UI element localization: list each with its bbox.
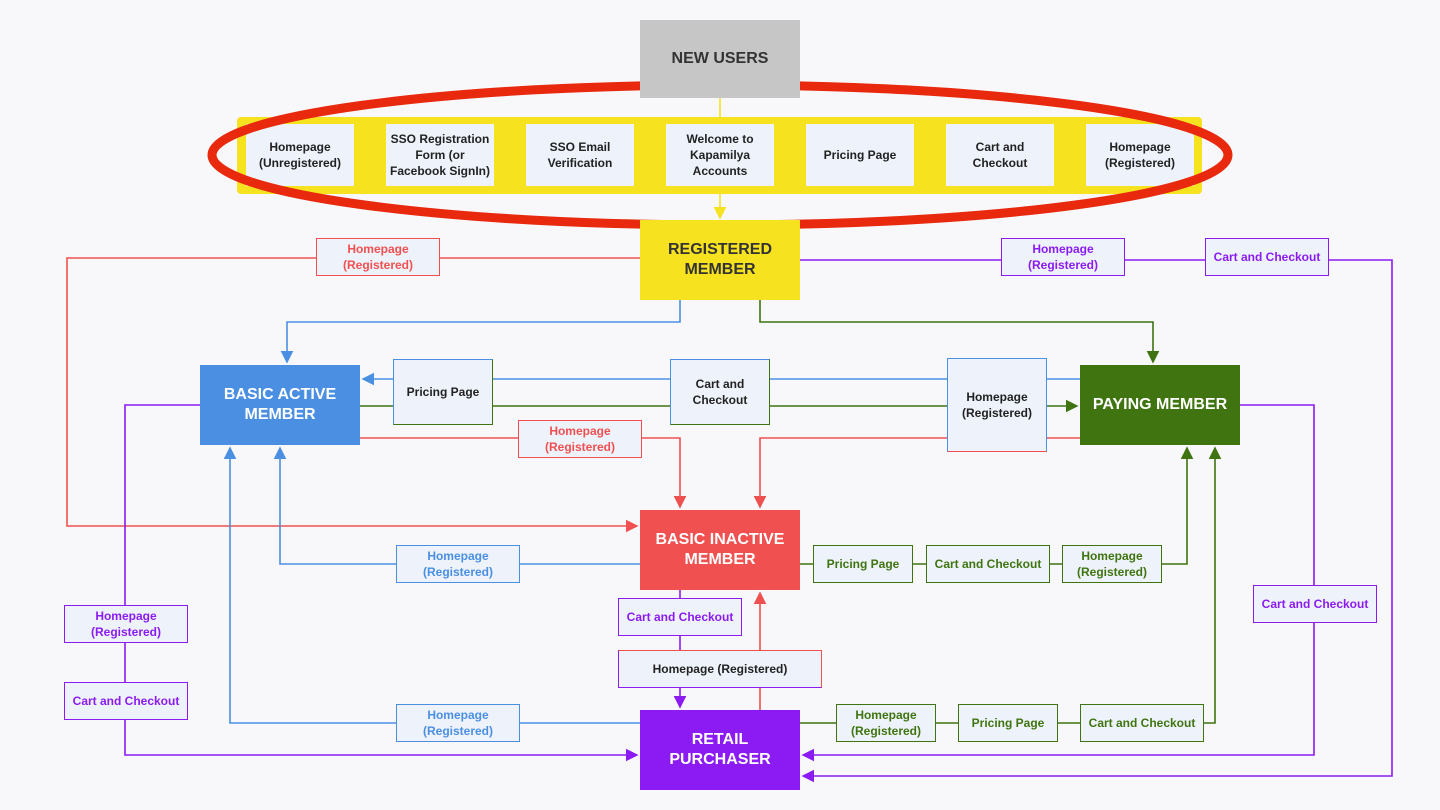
- flow-step-cart-checkout: Cart and Checkout: [946, 124, 1054, 186]
- edge-label-inactive-retail-homepage: Homepage (Registered): [618, 650, 822, 688]
- flow-step-homepage-unregistered: Homepage (Unregistered): [246, 124, 354, 186]
- flow-step-pricing-page: Pricing Page: [806, 124, 914, 186]
- edge-label-active-to-retail-homepage: Homepage (Registered): [64, 605, 188, 643]
- edge-label-retail-paying-pricing: Pricing Page: [958, 704, 1058, 742]
- edge-label-reg-to-retail-cart: Cart and Checkout: [1205, 238, 1329, 276]
- edge-label-inactive-paying-cart: Cart and Checkout: [926, 545, 1050, 583]
- state-registered-member: REGISTERED MEMBER: [640, 220, 800, 300]
- state-basic-inactive-member: BASIC INACTIVE MEMBER: [640, 510, 800, 590]
- flow-step-welcome: Welcome to Kapamilya Accounts: [666, 124, 774, 186]
- retail-to-paying-line: [800, 446, 1222, 724]
- edge-label-active-to-retail-cart: Cart and Checkout: [64, 682, 188, 720]
- state-new-users: NEW USERS: [640, 20, 800, 98]
- edge-label-inactive-paying-homepage: Homepage (Registered): [1062, 545, 1162, 583]
- flow-step-sso-email-verification: SSO Email Verification: [526, 124, 634, 186]
- paying-to-retail-line: [801, 404, 1315, 762]
- flow-step-sso-registration: SSO Registration Form (or Facebook SignI…: [386, 124, 494, 186]
- state-retail-purchaser: RETAIL PURCHASER: [640, 710, 800, 790]
- edge-label-active-paying-homepage: Homepage (Registered): [947, 358, 1047, 452]
- flow-step-homepage-registered: Homepage (Registered): [1086, 124, 1194, 186]
- active-to-inactive-line: [360, 437, 687, 509]
- edge-label-paying-to-retail-cart: Cart and Checkout: [1253, 585, 1377, 623]
- edge-label-retail-paying-cart: Cart and Checkout: [1080, 704, 1204, 742]
- active-to-retail-line: [124, 404, 639, 762]
- state-basic-active-member: BASIC ACTIVE MEMBER: [200, 365, 360, 445]
- edge-label-inactive-paying-pricing: Pricing Page: [813, 545, 913, 583]
- edge-label-retail-paying-homepage: Homepage (Registered): [836, 704, 936, 742]
- edge-label-active-paying-pricing: Pricing Page: [393, 359, 493, 425]
- state-paying-member: PAYING MEMBER: [1080, 365, 1240, 445]
- reg-to-paying-line: [759, 300, 1160, 364]
- edge-label-active-to-inactive-homepage: Homepage (Registered): [518, 420, 642, 458]
- edge-label-retail-to-active-homepage: Homepage (Registered): [396, 704, 520, 742]
- inactive-to-active-line: [273, 446, 640, 565]
- edge-label-reg-to-retail-homepage: Homepage (Registered): [1001, 238, 1125, 276]
- edge-label-reg-to-inactive-homepage: Homepage (Registered): [316, 238, 440, 276]
- edge-label-active-paying-cart: Cart and Checkout: [670, 359, 770, 425]
- edge-label-inactive-to-retail-cart: Cart and Checkout: [618, 598, 742, 636]
- reg-to-active-line: [280, 300, 681, 364]
- edge-label-inactive-to-active-homepage: Homepage (Registered): [396, 545, 520, 583]
